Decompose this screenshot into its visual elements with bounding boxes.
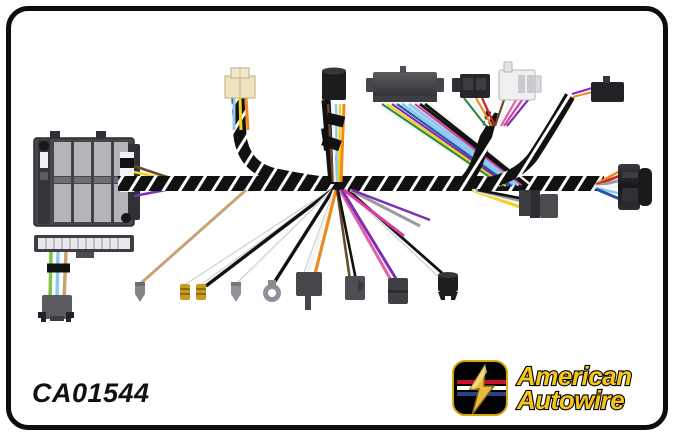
bullet-terminal-tan (135, 282, 145, 302)
bullet-terminal-white (231, 282, 241, 302)
bottom-terminals (135, 272, 458, 310)
ivory-connector-branch (224, 67, 340, 191)
gold-bullet-terminal-b (196, 284, 206, 300)
black-round-connector-branch (321, 67, 346, 185)
gray-box-connector (296, 272, 322, 310)
black-4pin-connector (452, 74, 490, 98)
gray-multipin-connector (373, 72, 437, 102)
round-black-connector-bottom (438, 272, 458, 300)
american-autowire-logo: American Autowire (452, 358, 650, 418)
lightning-bolt-icon (468, 362, 496, 414)
ground-connector (42, 295, 72, 319)
black-round-connector-top (322, 70, 346, 100)
below-trunk-gray-connector-branch (471, 188, 558, 218)
logo-line-1: American (516, 360, 633, 391)
logo-badge (452, 360, 508, 416)
part-number-label: CA01544 (32, 378, 150, 408)
small-right-connector-branch (474, 76, 624, 190)
ground-pigtail (38, 251, 74, 322)
fuse-block (33, 131, 140, 258)
main-harness-trunk (118, 176, 604, 191)
small-black-connector-right (591, 82, 624, 102)
gold-bullet-terminal-a (180, 284, 190, 300)
bottom-breakout-wires (139, 188, 451, 288)
pink-purple-connector (388, 278, 408, 304)
logo-line-2: Autowire (516, 385, 626, 415)
ivory-3pin-connector (224, 67, 256, 99)
ring-terminal-black (263, 280, 281, 302)
right-upper-connector-branch (452, 61, 542, 189)
white-6pin-connector (498, 61, 542, 101)
brown-wire-connector (345, 276, 365, 300)
large-round-connector-right (638, 168, 652, 206)
gray-connector-below-trunk (540, 194, 558, 218)
logo-wordmark: American Autowire (516, 360, 633, 415)
right-round-connector-branch (595, 164, 652, 210)
